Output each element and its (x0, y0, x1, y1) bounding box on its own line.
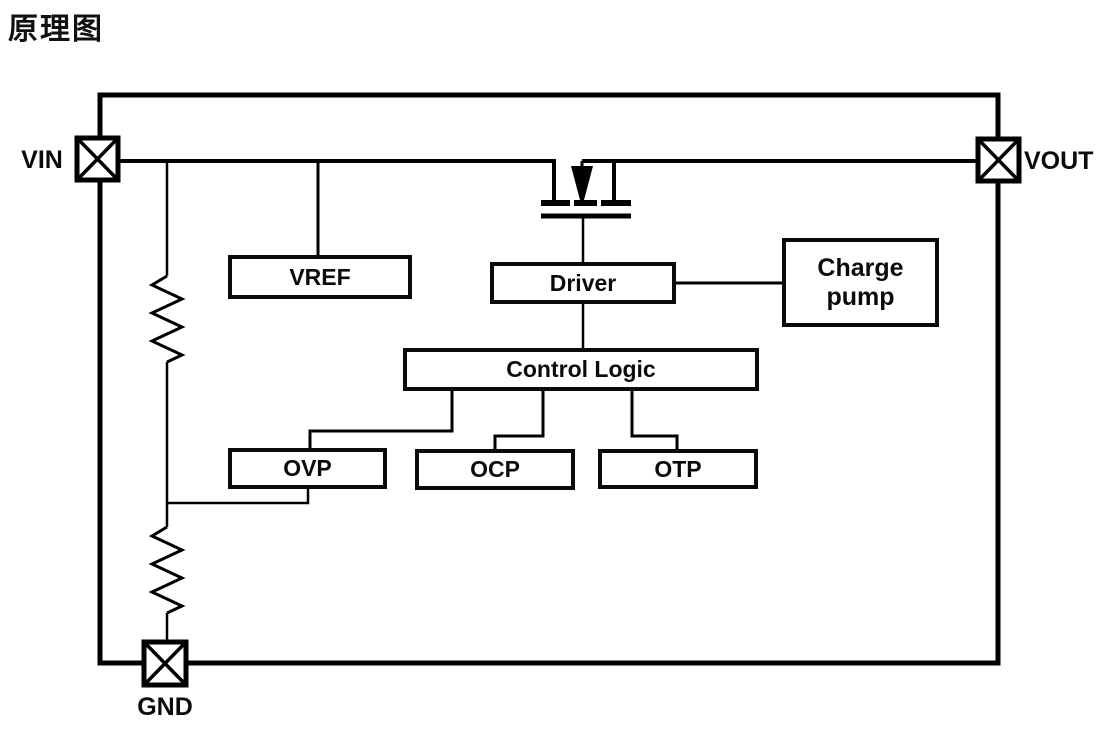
resistor1-icon (148, 274, 186, 364)
wire-control-logic-to-ocp (493, 390, 545, 449)
ic-boundary-rect (97, 92, 1001, 666)
vin-pin-label: VIN (21, 146, 63, 174)
page-title: 原理图 (8, 12, 104, 47)
vout-pin-label: VOUT (1024, 147, 1094, 175)
block-otp: OTP (598, 449, 758, 489)
gnd-pin-label: GND (137, 693, 193, 721)
block-otp-label: OTP (654, 455, 702, 482)
block-control-logic-label: Control Logic (506, 356, 656, 383)
block-driver: Driver (490, 262, 676, 304)
wire-vin-to-mosfet (118, 159, 556, 203)
block-driver-label: Driver (549, 269, 617, 296)
vin-pin-icon (74, 135, 121, 183)
block-vref: VREF (228, 255, 412, 299)
block-ocp-label: OCP (470, 456, 520, 483)
block-charge-pump-label: Charge pump (817, 253, 904, 311)
wire-tap-to-ovp (167, 488, 310, 505)
block-ovp: OVP (228, 448, 387, 489)
block-charge-pump: Charge pump (782, 238, 939, 327)
mosfet-body-arrow-icon (571, 166, 593, 200)
wire-control-logic-to-ovp (308, 390, 454, 448)
vout-pin-icon (975, 136, 1022, 184)
block-control-logic: Control Logic (403, 348, 759, 391)
block-vref-label: VREF (289, 263, 351, 290)
wire-control-logic-to-otp (630, 390, 679, 449)
resistor2-icon (148, 525, 186, 615)
gnd-pin-icon (141, 639, 189, 688)
block-ocp: OCP (415, 449, 575, 490)
mosfet-icon (541, 161, 631, 219)
block-ovp-label: OVP (283, 455, 332, 482)
